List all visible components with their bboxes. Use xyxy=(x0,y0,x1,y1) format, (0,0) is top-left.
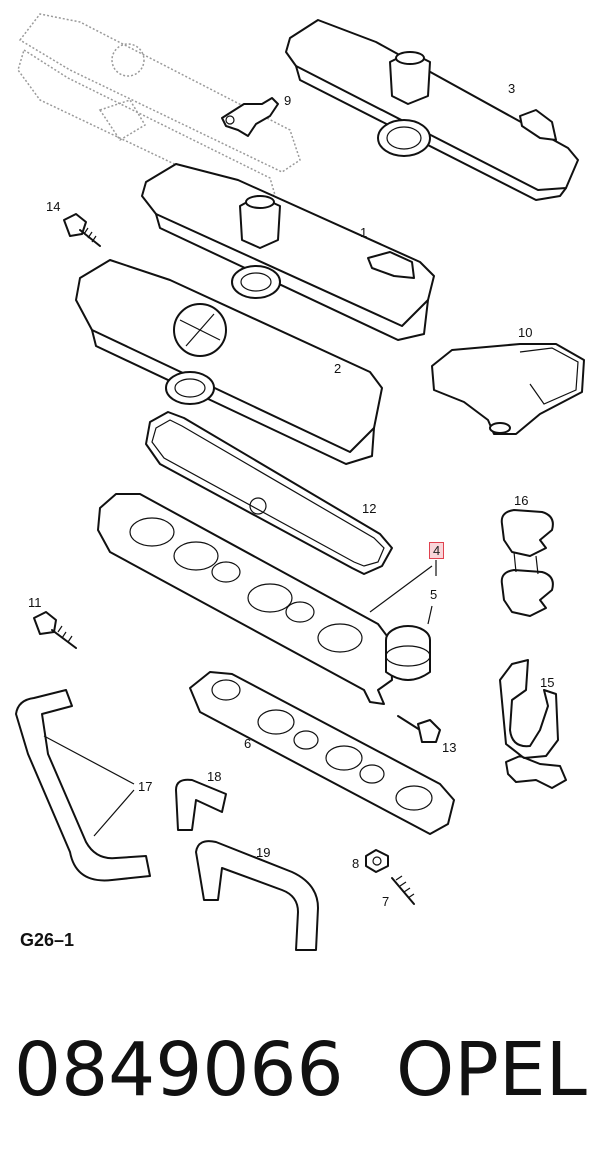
callout-4-highlighted[interactable]: 4 xyxy=(429,542,445,559)
brand-name: OPEL xyxy=(396,1027,587,1113)
leader-lines xyxy=(369,560,437,625)
callout-19: 19 xyxy=(256,845,271,860)
callout-11: 11 xyxy=(28,595,42,610)
part-1-manifold-drawing xyxy=(141,163,435,341)
part-10-housing-drawing xyxy=(431,343,585,435)
part-18-hose-drawing xyxy=(175,778,227,831)
exploded-parts-diagram xyxy=(15,13,585,951)
diagram-drawing xyxy=(15,13,585,951)
part-4-manifold-drawing xyxy=(97,493,431,705)
callout-10: 10 xyxy=(518,325,533,340)
part-17-hose-drawing xyxy=(15,689,151,882)
figure-code: G26–1 xyxy=(20,930,75,950)
callout-18: 18 xyxy=(207,769,222,784)
callout-9: 9 xyxy=(284,93,292,108)
callout-13: 13 xyxy=(442,740,457,755)
part-9-sensor-drawing xyxy=(221,97,279,137)
part-info-line: 0849066 OPEL xyxy=(0,1015,600,1135)
part-number: 0849066 xyxy=(14,1027,344,1113)
callout-16: 16 xyxy=(514,493,529,508)
part-7-stud-drawing xyxy=(391,875,415,905)
part-6-gasket-drawing xyxy=(189,671,455,835)
callout-6: 6 xyxy=(244,736,252,751)
callout-5: 5 xyxy=(430,587,438,602)
part-3-manifold-drawing xyxy=(285,19,579,201)
callout-14: 14 xyxy=(46,199,61,214)
callout-17: 17 xyxy=(138,779,153,794)
callout-2: 2 xyxy=(334,361,342,376)
callout-3: 3 xyxy=(508,81,516,96)
part-13-bolt-drawing xyxy=(397,715,441,743)
part-11-bolt-drawing xyxy=(33,611,77,649)
part-14-bolt-drawing xyxy=(63,213,101,247)
part-2-manifold-drawing xyxy=(75,259,383,465)
callout-15: 15 xyxy=(540,675,555,690)
part-16-clip-drawing xyxy=(500,509,554,617)
part-19-hose-drawing xyxy=(195,840,319,951)
part-8-nut-drawing xyxy=(365,849,389,873)
callout-7: 7 xyxy=(382,894,390,909)
callout-12: 12 xyxy=(362,501,377,516)
part-15-clip-drawing xyxy=(499,659,567,789)
callout-8: 8 xyxy=(352,856,360,871)
part-12-gasket-drawing xyxy=(145,411,393,575)
callout-1: 1 xyxy=(360,225,368,240)
